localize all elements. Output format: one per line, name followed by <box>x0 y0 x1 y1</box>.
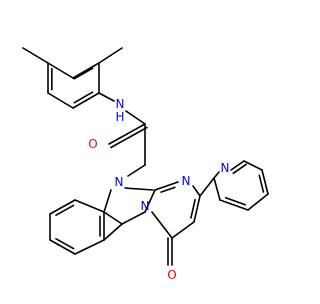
benzimidazole-nitrogen-label: N <box>115 175 124 189</box>
bond-24 <box>55 204 75 217</box>
bond-32 <box>154 181 179 191</box>
bond-14 <box>110 126 148 149</box>
bond-18 <box>144 189 156 213</box>
bond-16 <box>127 164 146 177</box>
bond-35 <box>193 195 201 223</box>
bond-33 <box>160 186 176 193</box>
amide-nitrogen-label: N <box>116 97 125 111</box>
bond-43 <box>230 160 245 171</box>
bond-4 <box>73 91 94 104</box>
bond-12 <box>125 110 146 125</box>
carbonyl-oxygen-label: O <box>88 137 97 151</box>
bond-47 <box>258 174 265 193</box>
bond-38 <box>151 211 173 239</box>
bond-11 <box>98 92 115 102</box>
bond-27 <box>55 237 75 250</box>
bond-8 <box>47 62 74 79</box>
bond-31 <box>103 223 123 241</box>
pyrimidine-nitrogen-label: N <box>182 174 191 188</box>
amide-hydrogen-label: H <box>115 110 124 124</box>
bond-49 <box>219 199 249 211</box>
bond-26 <box>49 239 76 255</box>
bond-layer <box>22 47 269 266</box>
bond-3 <box>72 92 100 109</box>
bond-1 <box>73 67 94 80</box>
bond-19 <box>121 211 146 225</box>
bond-5 <box>47 92 74 109</box>
bond-42 <box>213 171 220 179</box>
bond-0 <box>72 62 100 79</box>
bond-21 <box>103 189 112 213</box>
bond-28 <box>74 239 105 255</box>
bond-51 <box>213 177 221 201</box>
bond-13 <box>108 123 146 145</box>
molecule-structure: N H O N N N O N <box>22 47 269 282</box>
bond-34 <box>192 185 201 197</box>
bond-45 <box>243 160 263 171</box>
bond-50 <box>224 196 247 206</box>
bond-36 <box>190 198 196 219</box>
bond-20 <box>103 211 123 225</box>
bond-41 <box>199 177 215 197</box>
ketone-oxygen-label: O <box>167 268 176 282</box>
bond-22 <box>74 199 105 213</box>
bond-17 <box>124 187 154 191</box>
bond-23 <box>49 199 76 215</box>
atom-label-layer: N H O N N N O N <box>88 97 229 282</box>
pyridine-nitrogen-label: N <box>221 161 230 175</box>
bond-10 <box>22 47 49 64</box>
bridgehead-nitrogen-label: N <box>141 199 150 213</box>
molecule-canvas: N H O N N N O N <box>22 47 269 282</box>
bond-44 <box>232 163 248 175</box>
bond-9 <box>98 47 123 64</box>
bond-46 <box>261 169 269 195</box>
bond-37 <box>171 221 195 239</box>
bond-48 <box>247 193 269 211</box>
